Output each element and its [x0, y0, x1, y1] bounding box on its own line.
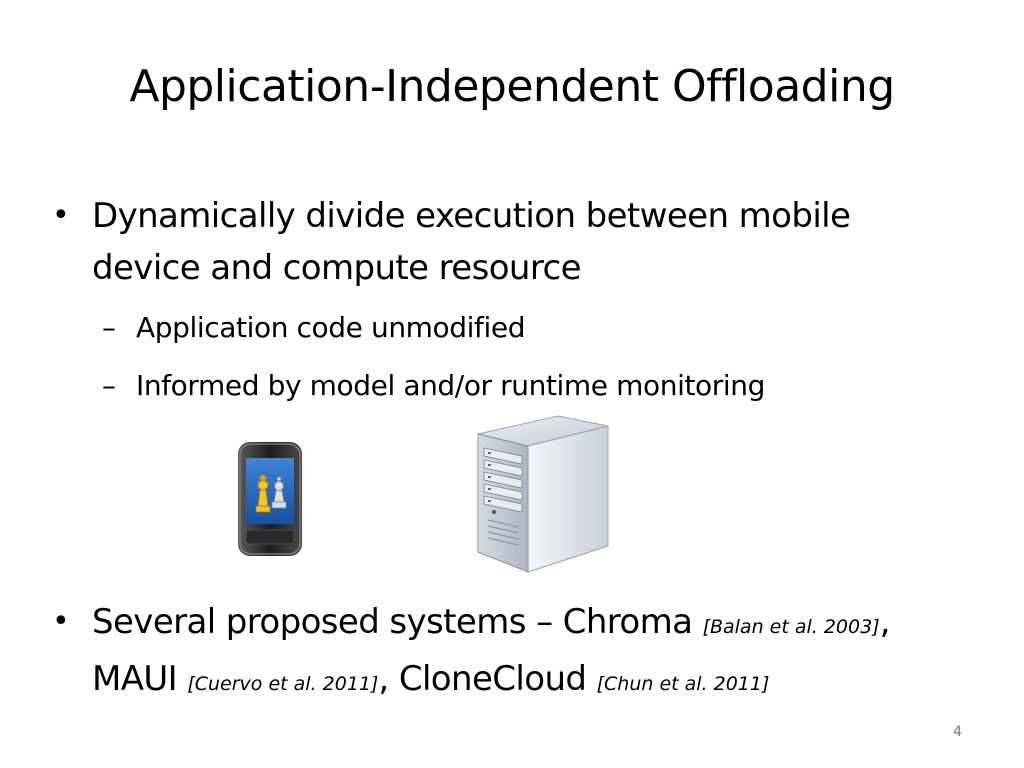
bullet-dynamic-division: • Dynamically divide execution between m… — [52, 190, 992, 300]
systems-prefix: Several proposed systems – Chroma — [92, 602, 703, 642]
system-maui: MAUI — [92, 659, 188, 699]
subbullet-informed-by-model: – Informed by model and/or runtime monit… — [102, 366, 962, 406]
citation-cuervo: [Cuervo et al. 2011] — [187, 673, 379, 695]
bullet-marker: • — [52, 198, 70, 233]
subbullet-text: Application code unmodified — [136, 311, 526, 344]
system-clonecloud: , CloneCloud — [378, 659, 597, 699]
subbullet-marker: – — [102, 369, 116, 402]
bullet-text: Several proposed systems – Chroma [Balan… — [92, 596, 992, 710]
slide-title: Application-Independent Offloading — [129, 61, 895, 112]
page-number: 4 — [953, 724, 962, 740]
subbullet-marker: – — [102, 311, 116, 344]
citation-chun: [Chun et al. 2011] — [596, 673, 770, 695]
bullet-line-2: device and compute resource — [92, 248, 582, 288]
citation-balan: [Balan et al. 2003] — [702, 616, 880, 638]
mobile-phone-chess-icon — [238, 442, 302, 556]
server-tower-icon — [477, 415, 609, 573]
bullet-line-1: Dynamically divide execution between mob… — [92, 196, 851, 236]
bullet-line-1: Several proposed systems – Chroma [Balan… — [92, 596, 992, 653]
bullet-line-2: MAUI [Cuervo et al. 2011], CloneCloud [C… — [92, 653, 992, 710]
subbullet-text: Informed by model and/or runtime monitor… — [136, 369, 765, 402]
subbullet-code-unmodified: – Application code unmodified — [102, 308, 962, 348]
separator: , — [879, 602, 891, 642]
bullet-text: Dynamically divide execution between mob… — [92, 190, 992, 294]
bullet-marker: • — [52, 604, 70, 639]
bullet-proposed-systems: • Several proposed systems – Chroma [Bal… — [52, 596, 992, 706]
